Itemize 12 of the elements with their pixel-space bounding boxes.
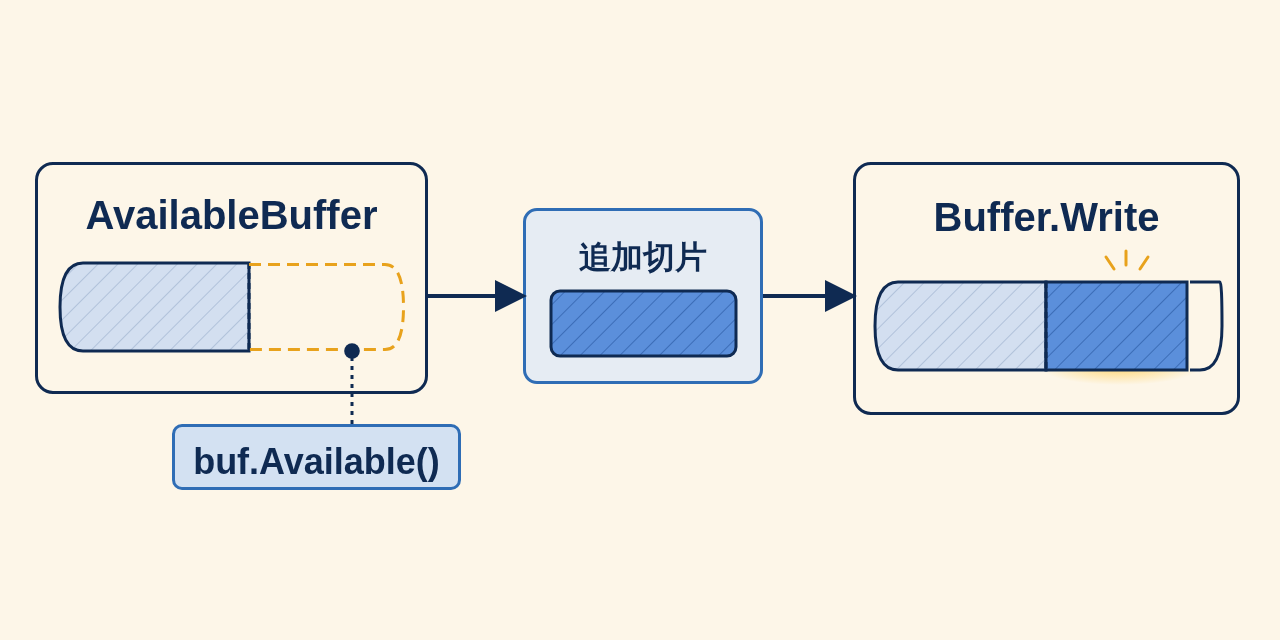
free-space-segment — [249, 263, 405, 351]
panel-box — [853, 162, 1240, 415]
arrow — [763, 280, 857, 312]
node-title: Buffer.Write — [932, 194, 1161, 241]
panel-box — [523, 208, 763, 384]
panel-box — [35, 162, 428, 394]
callout-box — [172, 424, 461, 490]
node-title: AvailableBuffer — [84, 192, 379, 239]
arrow — [428, 280, 527, 312]
node-title: buf.Available() — [192, 440, 441, 484]
leader-line — [344, 343, 360, 424]
node-title: 追加切片 — [578, 237, 708, 278]
